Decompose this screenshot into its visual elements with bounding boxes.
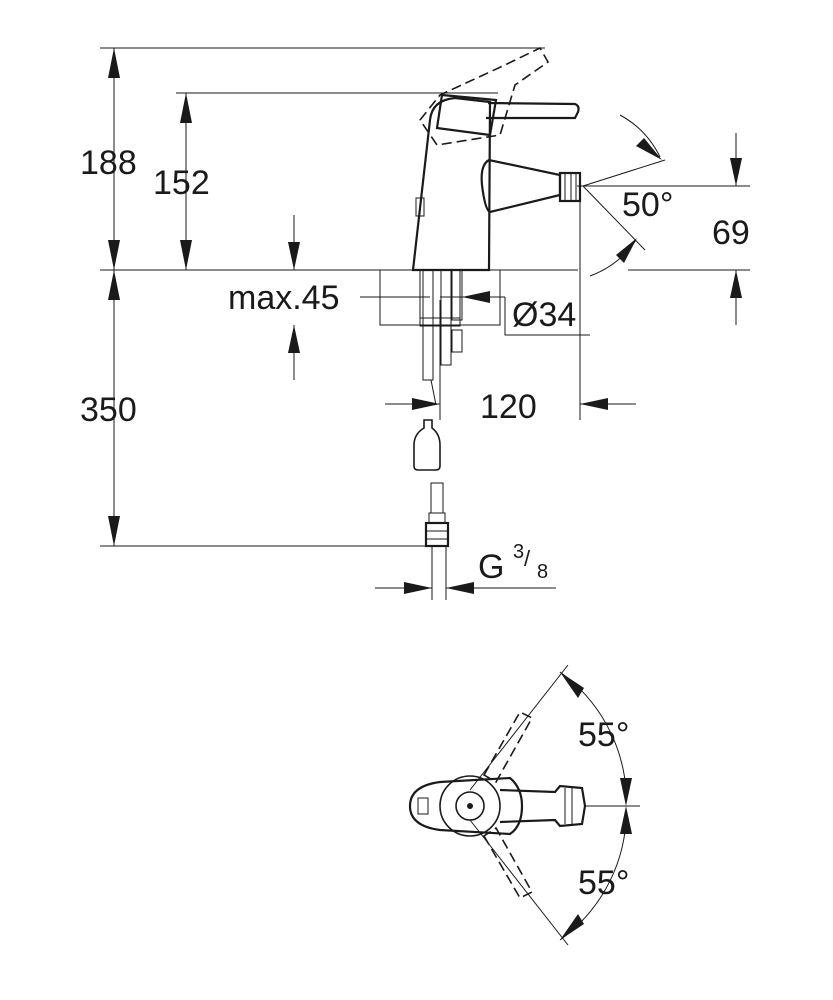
dimension-angle-50 [582,114,666,277]
label-diameter: Ø34 [512,296,576,334]
dimension-188 [108,48,120,270]
dimension-350 [108,270,120,546]
dimension-thread [375,582,556,594]
reference-lines [100,47,750,547]
dimension-deck [288,215,430,380]
label-188: 188 [80,144,137,182]
label-thread-numerator: 3 [513,541,524,563]
mixer-body [411,46,582,272]
dimension-152 [180,93,192,270]
label-152: 152 [153,164,210,202]
label-thread-denominator: 8 [537,561,548,583]
dimension-120 [385,190,636,420]
label-max45: max.45 [228,279,340,317]
label-50deg: 50° [622,186,673,224]
plan-view [408,664,640,946]
label-55deg-bottom: 55° [578,864,629,902]
underdeck-assembly [413,269,463,600]
svg-text:/: / [524,546,531,571]
dimension-69 [730,133,742,325]
label-thread-g: G [478,548,504,586]
label-69: 69 [712,214,750,252]
label-120: 120 [480,388,537,426]
label-350: 350 [80,391,137,429]
label-55deg-top: 55° [578,716,629,754]
